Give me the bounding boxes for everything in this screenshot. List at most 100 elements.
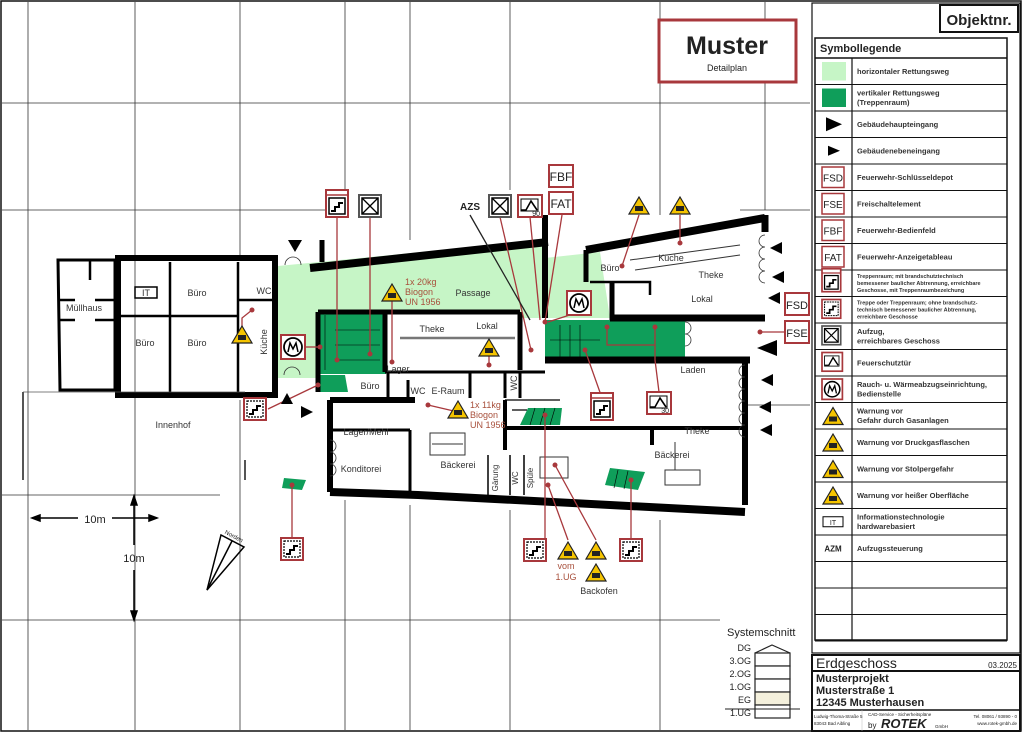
gas-source-line: vom	[557, 561, 574, 571]
main-entrance-triangle	[288, 240, 302, 252]
room-label: IT	[142, 288, 151, 298]
gas-annotation-line: 1x 20kg	[405, 277, 437, 287]
stair-icon[interactable]	[619, 538, 643, 562]
legend-label: Warnung vor Stolpergefahr	[857, 464, 954, 473]
main-entrance-triangle	[826, 117, 842, 132]
stairwell-icon[interactable]	[590, 392, 614, 421]
legend-label: hardwarebasiert	[857, 522, 915, 531]
fire-door-rating: 30	[661, 408, 669, 415]
smoke-vent-icon[interactable]	[566, 290, 592, 316]
it-box	[134, 286, 158, 299]
side-entrance-triangle	[770, 242, 782, 254]
room-label: Theke	[419, 324, 444, 334]
legend-item: horizontaler Rettungsweg	[822, 62, 950, 81]
fsd-code: FSD	[786, 300, 808, 312]
section-floor	[754, 652, 791, 667]
company-address: Ludwig-Thoma-Straße 5	[814, 714, 863, 719]
room-label: Innenhof	[155, 420, 191, 430]
legend-label: (Treppenraum)	[857, 98, 910, 107]
side-entrance-triangle	[772, 271, 784, 283]
stair-icon[interactable]	[243, 397, 267, 421]
fire-door-rating: 90	[532, 211, 540, 218]
room-label: Küche	[259, 329, 269, 355]
legend-code: FAT	[824, 253, 842, 264]
gas-source-line: 1.UG	[555, 572, 576, 582]
scale-vertical: 10m	[123, 553, 144, 565]
legend-label: Gefahr durch Gasanlagen	[857, 416, 949, 425]
section-floor	[754, 704, 791, 719]
legend-label: Geschosse, mit Treppenraumbezeichung	[857, 288, 964, 294]
stair-icon[interactable]	[523, 538, 547, 562]
stairwell-escape-route	[318, 312, 386, 374]
trip-warning-icon	[231, 325, 253, 344]
room-label: Lokal	[691, 294, 713, 304]
room-label: Bäckerei	[440, 460, 475, 470]
legend-code: AZM	[824, 544, 842, 553]
legend-item: Rauch- u. Wärmeabzugseinrichtung,Bediens…	[821, 378, 987, 401]
main-entrance-triangle	[757, 340, 777, 356]
horizontal-escape-route	[278, 240, 548, 378]
elevator-icon[interactable]	[358, 194, 382, 218]
room-label: Büro	[187, 338, 206, 348]
legend-label: Warnung vor	[857, 407, 903, 416]
fire-door-icon	[821, 351, 844, 373]
gas-annotation-line: Biogon	[405, 287, 433, 297]
scale-horizontal: 10m	[84, 514, 105, 526]
legend-item: Treppenraum; mit brandschutztechnischbem…	[821, 267, 981, 294]
legend-label: Freischaltelement	[857, 199, 921, 208]
company-phone: Tel. 08061 / 93890 - 0	[973, 714, 1017, 719]
floor-plan: Müllhaus IT Büro Büro Büro WC Küche Inne…	[22, 164, 810, 623]
gas-annotation-line: UN 1956	[405, 297, 441, 307]
legend-label: erreichbares Geschoss	[857, 337, 940, 346]
project-street: Musterstraße 1	[816, 685, 894, 697]
stair-icon[interactable]	[280, 537, 304, 561]
object-number-box	[939, 4, 1019, 33]
oven-label: Backofen	[580, 586, 618, 596]
side-entrance-triangle	[828, 145, 840, 156]
elevator-icon[interactable]	[488, 194, 512, 218]
horizontal-escape-route	[545, 252, 610, 318]
trip-warning-icon	[478, 338, 500, 357]
title-block: Erdgeschoss 03.2025 Musterprojekt Muster…	[811, 654, 1021, 732]
smoke-vent-icon	[821, 378, 844, 401]
smoke-vent-icon[interactable]	[280, 334, 306, 360]
legend-label: technisch bemessener baulicher Abtrennun…	[857, 308, 977, 314]
leader-lines	[241, 214, 785, 541]
symbol-legend: Symbollegende horizontaler Rettungswegve…	[814, 37, 1008, 642]
company-address: 83043 Bad Aibling	[814, 721, 851, 726]
legend-item: Gebäudenebeneingang	[828, 145, 940, 156]
legend-label: Informationstechnologie	[857, 513, 945, 522]
title: Muster	[686, 32, 768, 60]
fat-box	[821, 245, 845, 268]
fsd-box	[821, 166, 845, 189]
section-floor	[754, 678, 791, 693]
legend-item: Gebäudehaupteingang	[826, 117, 939, 132]
room-label: WC	[509, 375, 519, 390]
legend-label: Feuerwehr-Schlüsseldepot	[857, 173, 953, 182]
legend-label: Warnung vor heißer Oberfläche	[857, 491, 969, 500]
room-label: Passage	[455, 288, 490, 298]
stairwell-icon[interactable]	[325, 189, 349, 218]
fat-code: FAT	[550, 197, 572, 211]
legend-title: Symbollegende	[820, 43, 901, 55]
gas-warning-icon	[585, 541, 607, 560]
section-floor-label: 3.OG	[729, 656, 751, 666]
room-label: Theke	[698, 270, 723, 280]
room-label: WC	[511, 471, 520, 485]
company-website: www.rotek-gmbh.de	[977, 721, 1017, 726]
fse-code: FSE	[786, 328, 807, 340]
room-label: Büro	[600, 263, 619, 273]
room-label: Bäckerei	[654, 450, 689, 460]
scale-bar	[29, 493, 160, 623]
side-entrance-triangle	[761, 374, 773, 386]
room-label: Büro	[360, 381, 379, 391]
elevator-icon	[821, 325, 842, 346]
gas-annotation-line: 1x 11kg	[470, 400, 501, 410]
legend-label: Feuerwehr-Bedienfeld	[857, 226, 936, 235]
